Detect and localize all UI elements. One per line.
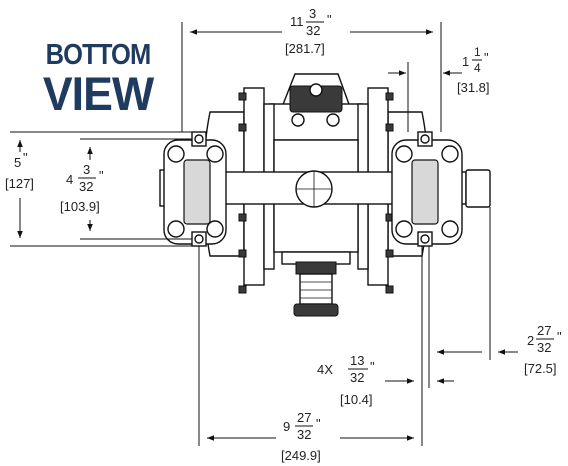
dim-whole: 9 xyxy=(283,419,290,434)
dim-whole: 1 xyxy=(462,54,469,69)
left-foot-bolt xyxy=(206,145,224,163)
dim-numerator: 13 xyxy=(350,353,364,368)
dim-flange-offset: 1 1 4 " [31.8] xyxy=(457,45,490,95)
dim-metric: [103.9] xyxy=(60,199,100,214)
dim-whole: 5 xyxy=(14,155,21,170)
dim-denominator: 4 xyxy=(474,61,481,75)
dim-denominator: 32 xyxy=(297,427,311,442)
dim-hole-spacing-horizontal: 9 27 32 " [249.9] xyxy=(281,410,321,463)
dim-overall-width: 11 3 32 " [281.7] xyxy=(285,6,332,56)
dim-denominator: 32 xyxy=(79,179,93,194)
dim-metric: [249.9] xyxy=(281,448,321,463)
dim-denominator: 32 xyxy=(306,23,320,38)
dim-inch-mark: " xyxy=(484,50,489,65)
mounting-holes xyxy=(191,131,433,247)
dim-inch-mark: " xyxy=(316,416,321,431)
dim-whole: 4 xyxy=(66,172,73,187)
right-foot-bolt xyxy=(441,145,459,163)
dim-mount-hole: 4X 13 32 " [10.4] xyxy=(317,353,375,407)
left-clamp-band xyxy=(183,159,211,225)
dim-numerator: 3 xyxy=(309,6,316,21)
dimension-lines xyxy=(10,22,518,446)
chamber-bolts xyxy=(238,92,394,294)
dim-inch-mark: " xyxy=(99,168,104,183)
dim-numerator: 27 xyxy=(537,323,551,338)
dim-denominator: 32 xyxy=(350,370,364,385)
dim-inch-mark: " xyxy=(327,12,332,27)
valve-port-top xyxy=(309,83,323,97)
muffler-body xyxy=(299,273,333,305)
left-foot-bolt xyxy=(167,145,185,163)
dim-quantity: 4X xyxy=(317,362,333,377)
dim-right-offset: 2 27 32 " [72.5] xyxy=(524,323,562,376)
muffler-nut xyxy=(295,261,337,275)
dim-numerator: 27 xyxy=(297,410,311,425)
dim-whole: 11 xyxy=(290,14,304,29)
right-foot-bolt xyxy=(395,220,413,238)
dim-metric: [127] xyxy=(5,176,34,191)
dim-denominator: 32 xyxy=(537,340,551,355)
dim-numerator: 1 xyxy=(474,45,481,59)
right-clamp-band xyxy=(411,159,439,225)
pump-body xyxy=(159,73,491,317)
dim-whole: 2 xyxy=(527,333,534,348)
manifold-port-right xyxy=(465,169,491,208)
dim-hole-spacing-vertical: 4 3 32 " [103.9] xyxy=(60,162,104,214)
view-title-line2: VIEW xyxy=(42,67,154,120)
muffler-cap xyxy=(293,303,339,317)
dim-metric: [10.4] xyxy=(340,392,373,407)
valve-port-right xyxy=(326,113,340,127)
dim-metric: [281.7] xyxy=(285,41,325,56)
dim-inch-mark: " xyxy=(23,150,28,165)
dim-overall-height: 5 " [127] xyxy=(5,150,34,191)
left-foot-bolt xyxy=(206,220,224,238)
dim-metric: [31.8] xyxy=(457,80,490,95)
dim-numerator: 3 xyxy=(83,162,90,177)
right-foot-bolt xyxy=(441,220,459,238)
right-foot-bolt xyxy=(395,145,413,163)
dim-inch-mark: " xyxy=(557,329,562,344)
dim-inch-mark: " xyxy=(370,359,375,374)
valve-port-left xyxy=(291,113,305,127)
left-foot-bolt xyxy=(167,220,185,238)
view-title-line1: BOTTOM xyxy=(45,39,152,71)
dim-metric: [72.5] xyxy=(524,361,557,376)
